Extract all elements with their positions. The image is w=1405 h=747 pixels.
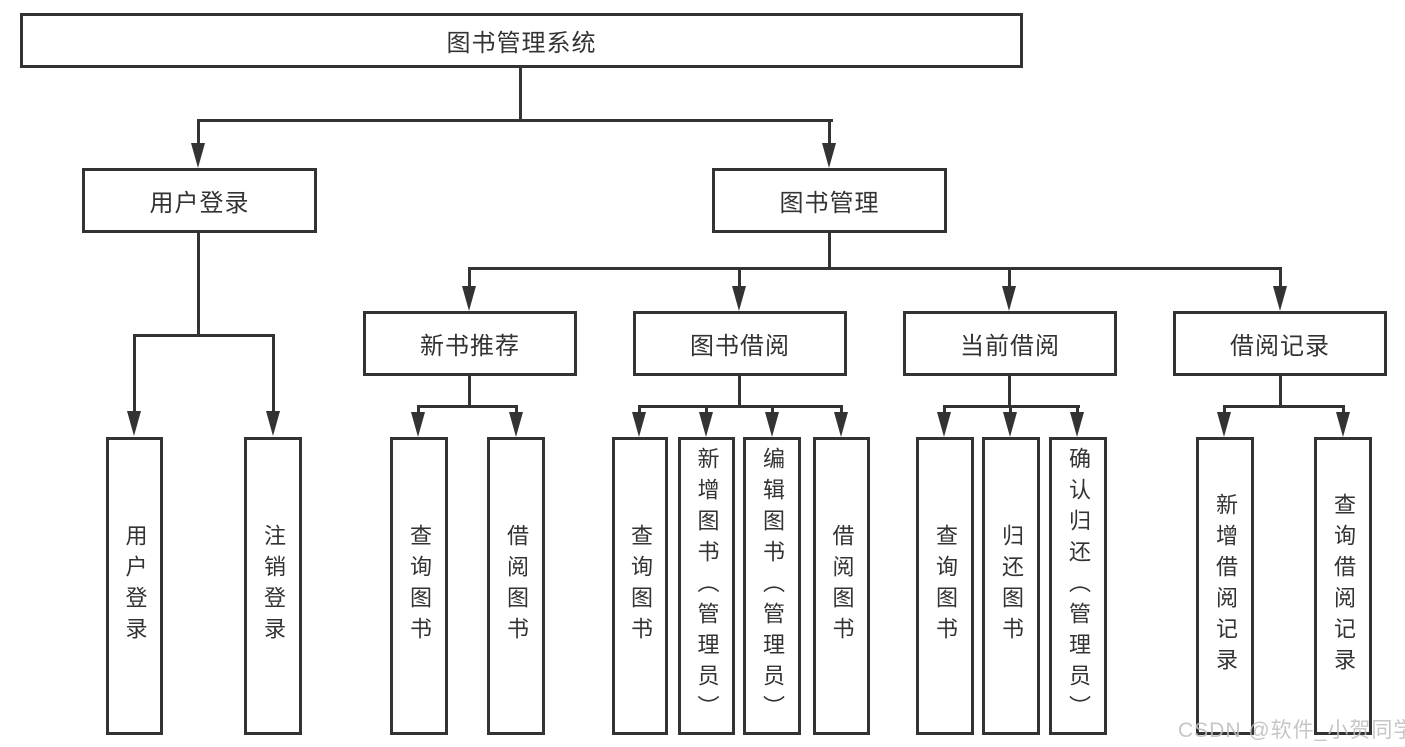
leaf-query-book-rec-label: 查询图书: [407, 524, 432, 648]
connector-leaf-stub: [771, 405, 774, 417]
leaf-confirm-return-admin: 确认归还（管理员）: [1049, 437, 1107, 735]
leaf-borrow-book-rec-label: 借阅图书: [504, 524, 529, 648]
connector-borrow-record-stem: [1279, 376, 1282, 408]
node-borrowing-records: 借阅记录: [1173, 311, 1387, 376]
leaf-borrow-book: 借阅图书: [813, 437, 870, 735]
leaf-edit-book-admin: 编辑图书（管理员）: [743, 437, 801, 735]
arrowhead-leaf-confirm-return: [1070, 412, 1084, 437]
connector-current-borrow-stem: [1008, 376, 1011, 408]
arrowhead-leaf-query-borrow-record: [1336, 412, 1350, 437]
node-book-borrowing: 图书借阅: [633, 311, 847, 376]
arrowhead-book-borrow: [732, 286, 746, 311]
connector-to-user-login: [197, 119, 200, 147]
leaf-borrow-book-label: 借阅图书: [829, 524, 855, 648]
connector-level2-junction: [197, 119, 833, 122]
arrowhead-leaf-query-book-1: [411, 412, 425, 437]
arrowhead-leaf-edit-book: [765, 412, 779, 437]
leaf-return-book: 归还图书: [982, 437, 1040, 735]
connector-new-book-rec-junction: [417, 405, 518, 408]
leaf-confirm-return-admin-label: 确认归还（管理员）: [1066, 446, 1091, 726]
arrowhead-leaf-query-book-3: [937, 412, 951, 437]
arrowhead-leaf-return-book: [1003, 412, 1017, 437]
csdn-watermark: CSDN @软件_小贺同学: [1178, 719, 1405, 742]
connector-leaf-stub: [1076, 405, 1079, 417]
leaf-return-book-label: 归还图书: [999, 524, 1024, 648]
node-current-borrowing: 当前借阅: [903, 311, 1117, 376]
connector-to-borrow-record: [1279, 267, 1282, 289]
connector-leaf-stub: [1223, 405, 1226, 417]
node-new-book-recommendation: 新书推荐: [363, 311, 577, 376]
connector-to-book-borrow: [738, 267, 741, 289]
leaf-logout: 注销登录: [244, 437, 302, 735]
arrowhead-current-borrow: [1002, 286, 1016, 311]
connector-user-login-junction: [133, 334, 275, 337]
arrowhead-leaf-borrow-book-1: [509, 412, 523, 437]
connector-leaf-stub: [840, 405, 843, 417]
connector-new-book-rec-stem: [468, 376, 471, 408]
arrowhead-new-book-rec: [462, 286, 476, 311]
connector-book-mgmt-stem: [828, 232, 831, 270]
leaf-query-book-borrow: 查询图书: [612, 437, 668, 735]
node-root-library-management-system: 图书管理系统: [20, 13, 1023, 68]
connector-to-book-mgmt: [828, 119, 831, 147]
leaf-add-borrow-record: 新增借阅记录: [1196, 437, 1254, 735]
leaf-query-borrow-record: 查询借阅记录: [1314, 437, 1372, 735]
connector-level3-junction: [468, 267, 1282, 270]
connector-to-current-borrow: [1008, 267, 1011, 289]
connector-book-borrow-stem: [738, 376, 741, 408]
leaf-add-book-admin: 新增图书（管理员）: [678, 437, 735, 735]
leaf-query-book-rec: 查询图书: [390, 437, 448, 735]
leaf-edit-book-admin-label: 编辑图书（管理员）: [760, 446, 785, 726]
connector-leaf-stub: [1342, 405, 1345, 417]
arrowhead-leaf-query-book-2: [632, 412, 646, 437]
arrowhead-leaf-user-login: [127, 411, 141, 436]
leaf-user-login-label: 用户登录: [122, 524, 148, 648]
connector-book-borrow-junction: [638, 405, 843, 408]
connector-to-leaf-logout: [272, 334, 275, 414]
leaf-user-login: 用户登录: [106, 437, 163, 735]
leaf-query-book-current: 查询图书: [916, 437, 974, 735]
connector-leaf-stub: [515, 405, 518, 417]
connector-to-new-book-rec: [468, 267, 471, 289]
connector-leaf-stub: [417, 405, 420, 417]
connector-user-login-stem: [197, 233, 200, 337]
connector-leaf-stub: [705, 405, 708, 417]
connector-leaf-stub: [638, 405, 641, 417]
connector-leaf-stub: [943, 405, 946, 417]
arrowhead-leaf-borrow-book-2: [834, 412, 848, 437]
arrowhead-leaf-add-borrow-record: [1217, 412, 1231, 437]
connector-root-stem: [519, 66, 522, 121]
leaf-query-book-borrow-label: 查询图书: [628, 524, 653, 648]
node-user-login: 用户登录: [82, 168, 317, 233]
arrowhead-leaf-add-book: [699, 412, 713, 437]
node-book-management: 图书管理: [712, 168, 947, 233]
leaf-borrow-book-rec: 借阅图书: [487, 437, 545, 735]
leaf-add-book-admin-label: 新增图书（管理员）: [694, 446, 720, 726]
connector-leaf-stub: [1009, 405, 1012, 417]
leaf-query-borrow-record-label: 查询借阅记录: [1331, 493, 1356, 679]
arrowhead-borrow-record: [1273, 286, 1287, 311]
arrowhead-user-login: [191, 143, 205, 168]
leaf-logout-label: 注销登录: [261, 524, 286, 648]
leaf-query-book-current-label: 查询图书: [933, 524, 958, 648]
arrowhead-leaf-logout: [266, 411, 280, 436]
connector-to-leaf-user-login: [133, 334, 136, 414]
connector-borrow-record-junction: [1223, 405, 1345, 408]
leaf-add-borrow-record-label: 新增借阅记录: [1213, 493, 1238, 679]
arrowhead-book-mgmt: [822, 143, 836, 168]
